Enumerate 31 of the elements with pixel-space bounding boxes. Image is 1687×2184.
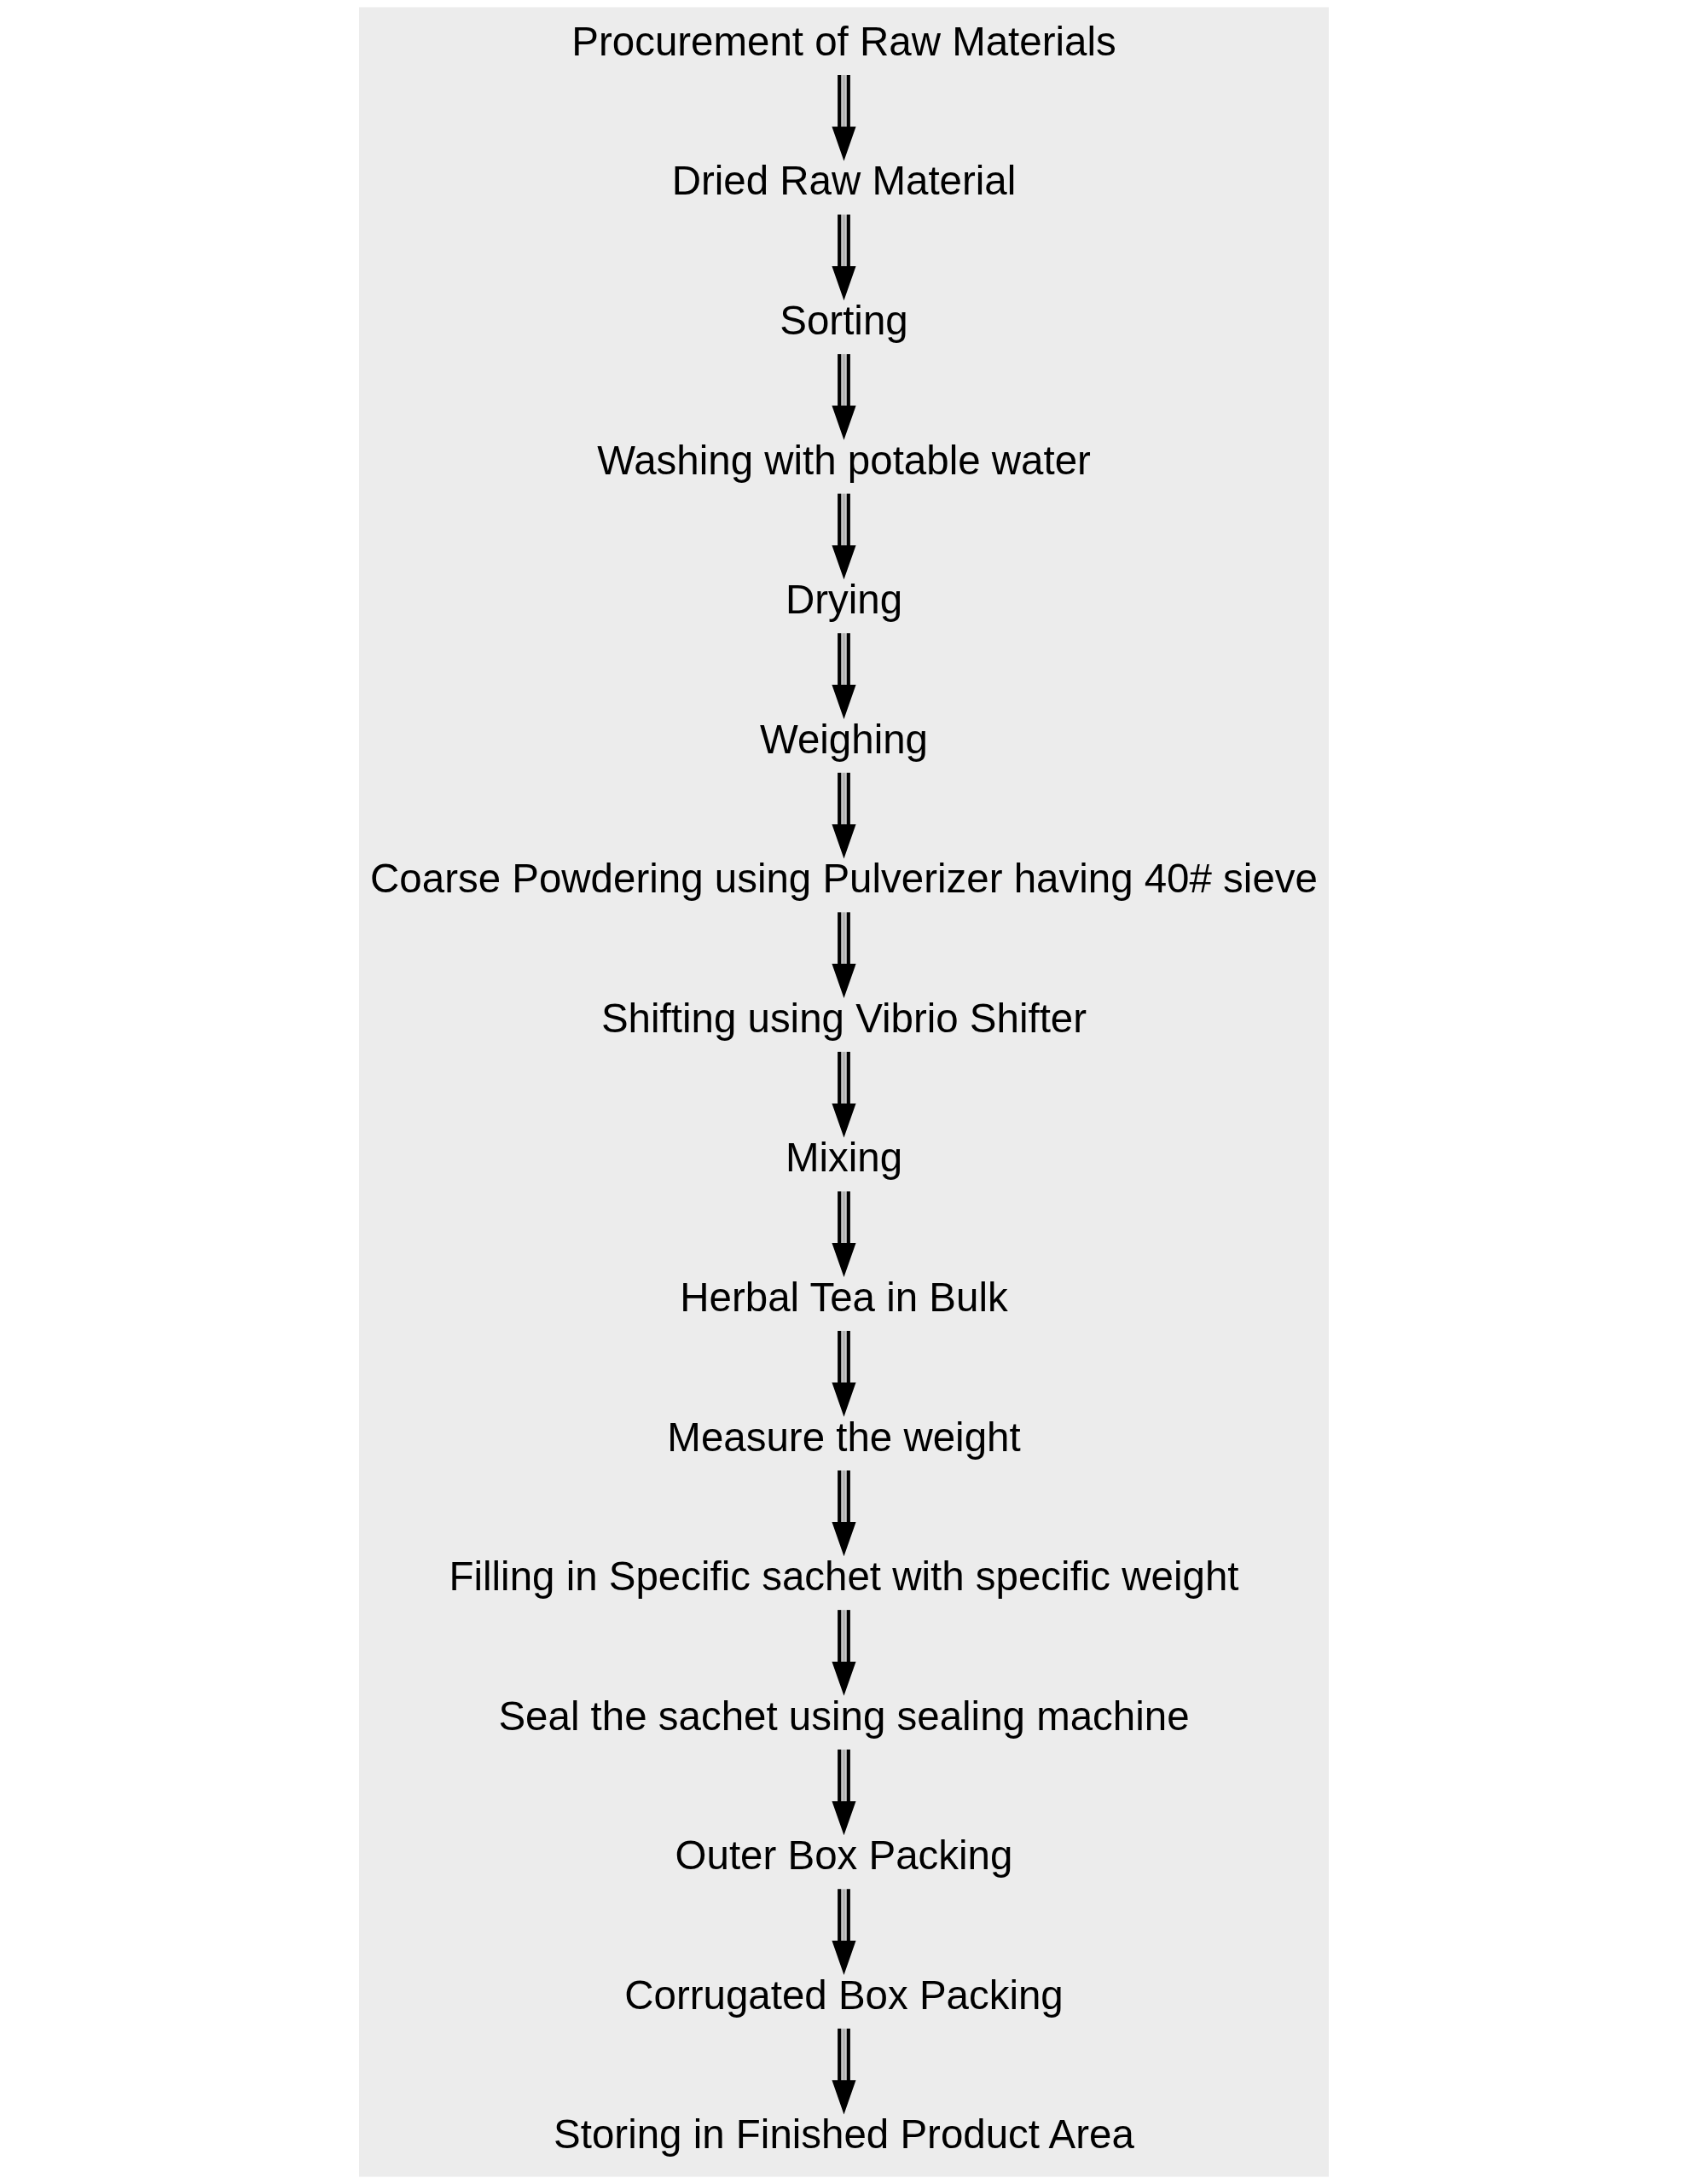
node-text: Corrugated Box Packing [623,1972,1064,2018]
arrow [831,214,856,301]
node-text: Sorting [779,298,908,344]
arrow [831,1610,856,1696]
node-text: Weighing [759,716,928,762]
node-text: Seal the sachet using sealing machine [497,1693,1190,1739]
arrow [831,2028,856,2115]
arrow [831,772,856,859]
arrow [831,633,856,719]
node-text: Procurement of Raw Materials [571,18,1116,64]
node-text: Shifting using Vibrio Shifter [600,995,1087,1041]
node-text: Mixing [785,1135,902,1181]
node-text: Dried Raw Material [671,158,1016,204]
arrow [831,1051,856,1138]
arrow [831,493,856,580]
node-text: Measure the weight [666,1414,1021,1460]
arrow [831,74,856,161]
arrow [831,1331,856,1417]
arrow [831,1889,856,1975]
node-text: Outer Box Packing [675,1833,1012,1879]
node-text: Drying [785,577,902,623]
arrow [831,354,856,440]
arrow [831,912,856,998]
node-text: Washing with potable water [596,437,1091,483]
node-text: Herbal Tea in Bulk [679,1274,1008,1320]
node-text: Filling in Specific sachet with specific weight [448,1554,1239,1600]
arrow [831,1749,856,1836]
arrow [831,1470,856,1557]
node-text: Coarse Powdering using Pulverizer having 40# sieve [369,856,1318,902]
arrow [831,1191,856,1278]
node-text: Storing in Finished Product Area [553,2111,1134,2158]
